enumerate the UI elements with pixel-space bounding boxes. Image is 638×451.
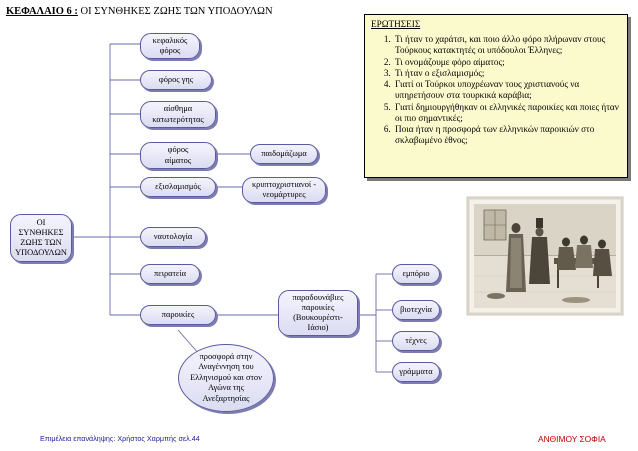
node-technes: τέχνες [392,331,440,351]
node-peirateia: πειρατεία [140,264,200,284]
footer-credit: Επιμέλεια επανάληψης: Χρήστος Χαρμπής σε… [40,434,200,443]
node-exislamismos: εξισλαμισμός [140,177,216,197]
node-kryptochristianoi: κρυπτοχριστιανοί - νεομάρτυρες [242,177,326,203]
node-foros-aimatos: φόρος αίματος [140,142,216,169]
questions-heading: ΕΡΩΤΗΣΕΙΣ [371,19,421,29]
question-item: Τι ήταν ο εξισλαμισμός; [393,68,621,79]
node-naftologia: ναυτολογία [140,227,206,247]
node-aisthima-katoterotitas: αίσθημα κατωτερότητας [140,101,216,128]
question-item: Γιατί δημιουργήθηκαν οι ελληνικές παροικ… [393,102,621,124]
node-grammata: γράμματα [392,362,440,382]
question-item: Ποια ήταν η προσφορά των ελληνικών παροι… [393,124,621,146]
node-kefalikos-foros: κεφαλικός φόρος [140,33,200,59]
chapter-label: ΚΕΦΑΛΑΙΟ 6 : [6,6,78,17]
footer-author: ΑΝΘΙΜΟΥ ΣΟΦΙΑ [538,434,606,444]
node-paidomazoma: παιδομάζωμα [250,144,318,164]
chapter-title: ΟΙ ΣΥΝΘΗΚΕΣ ΖΩΗΣ ΤΩΝ ΥΠΟΔΟΥΛΩΝ [80,6,273,17]
node-emporio: εμπόριο [392,264,440,284]
questions-box: ΕΡΩΤΗΣΕΙΣ Τι ήταν το χαράτσι, και ποιο ά… [364,14,628,178]
node-paradounavies-paroikies: παραδουνάβιες παροικίες (Βουκουρέστι- Ιά… [278,290,358,336]
node-prosfora: προσφορά στην Αναγέννηση του Ελληνισμού … [178,344,274,412]
node-viotechnia: βιοτεχνία [392,300,440,320]
engraving-illustration [466,196,624,316]
questions-list: Τι ήταν το χαράτσι, και ποιο άλλο φόρο π… [371,34,621,146]
node-paroikies: παροικίες [140,305,216,325]
question-item: Γιατί οι Τούρκοι υποχρέωναν τους χριστια… [393,79,621,101]
page-title: ΚΕΦΑΛΑΙΟ 6 : ΟΙ ΣΥΝΘΗΚΕΣ ΖΩΗΣ ΤΩΝ ΥΠΟΔΟΥ… [6,6,273,17]
question-item: Τι ήταν το χαράτσι, και ποιο άλλο φόρο π… [393,34,621,56]
question-item: Τι ονομάζουμε φόρο αίματος; [393,57,621,68]
node-foros-gis: φόρος γης [140,70,212,90]
node-root: ΟΙ ΣΥΝΘΗΚΕΣ ΖΩΗΣ ΤΩΝ ΥΠΟΔΟΥΛΩΝ [10,214,72,262]
